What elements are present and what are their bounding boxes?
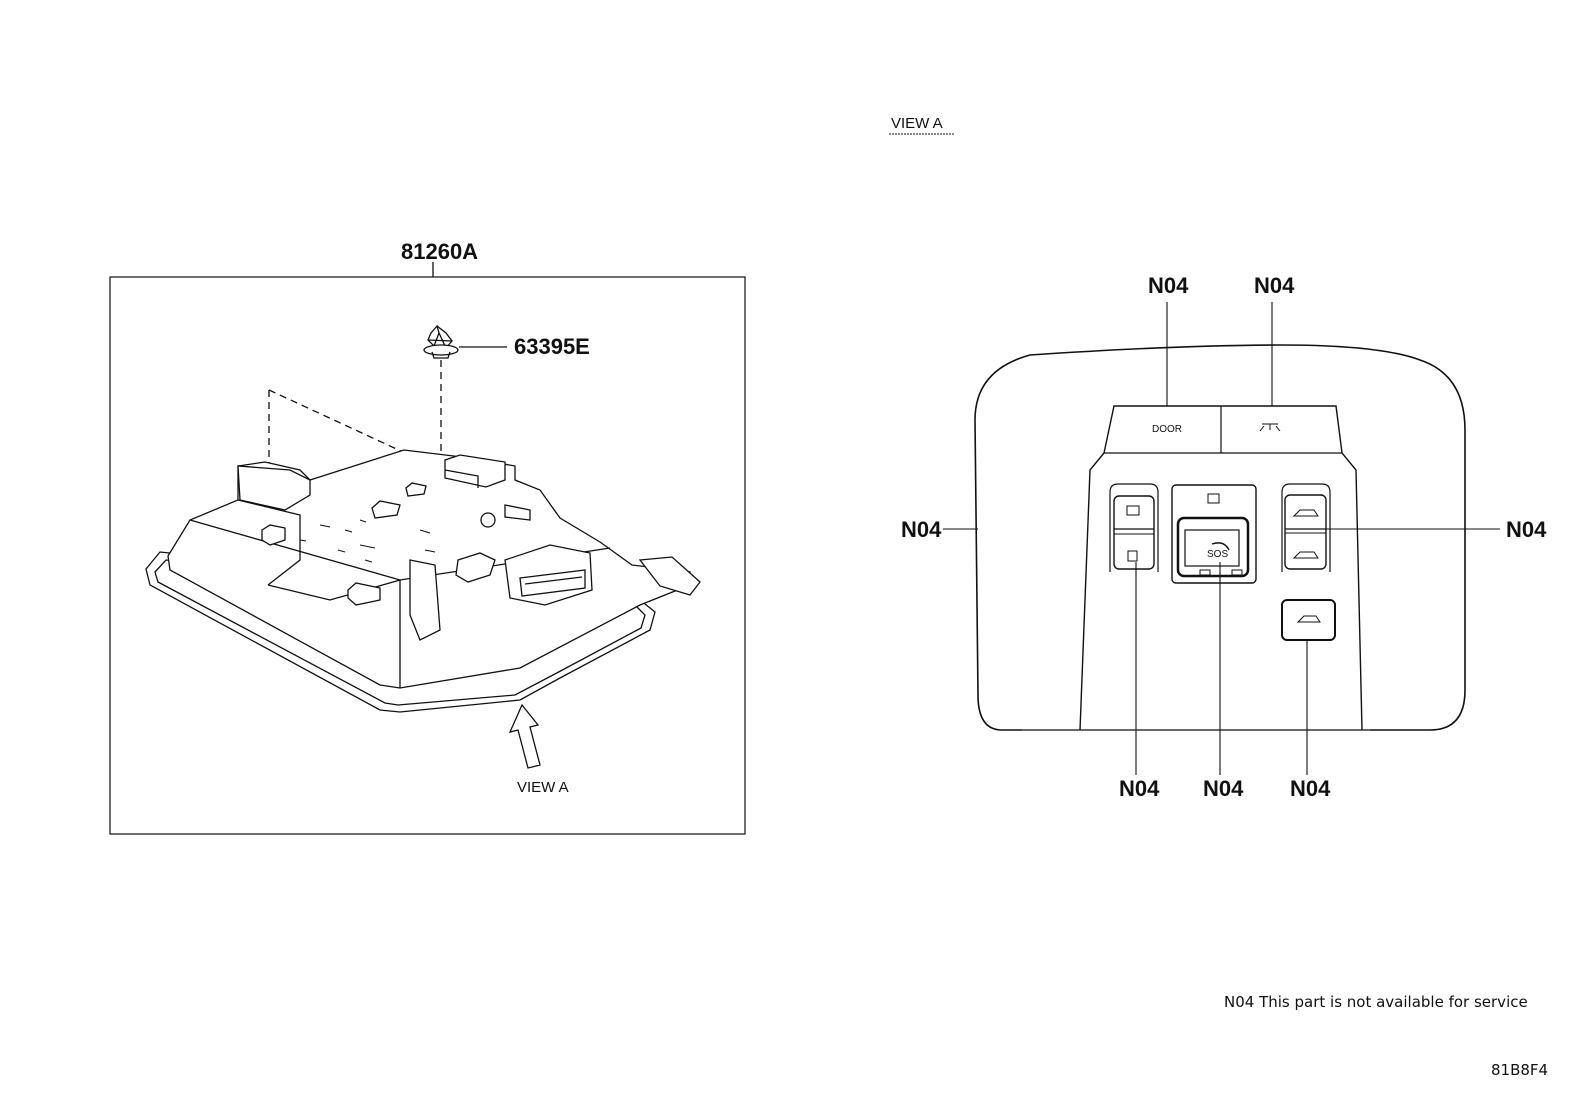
window-up-icon xyxy=(1126,505,1140,516)
overhead-console-outline xyxy=(974,344,1466,731)
sunroof-close-icon xyxy=(1296,615,1321,623)
sos-button-label: SOS xyxy=(1207,549,1228,560)
dome-light-icon xyxy=(1259,423,1281,432)
footnote: N04 This part is not available for servi… xyxy=(1224,993,1528,1011)
sos-module xyxy=(1171,484,1257,584)
camera-icon xyxy=(1207,493,1220,504)
callout-dome-light-switch[interactable]: N04 xyxy=(1254,273,1295,298)
assembly-frame xyxy=(109,276,746,835)
assembly-part-number[interactable]: 81260A xyxy=(401,239,478,264)
clip-icon xyxy=(423,324,459,359)
callout-window-switch[interactable]: N04 xyxy=(1119,776,1160,801)
right-rocker-switch xyxy=(1281,483,1331,572)
window-down-icon xyxy=(1127,550,1138,562)
clip-part-number[interactable]: 63395E xyxy=(514,334,590,359)
sunroof-slide-icon xyxy=(1292,551,1319,559)
sos-call-icon xyxy=(1211,542,1230,551)
door-button-label: DOOR xyxy=(1152,424,1182,435)
view-a-arrow-label: VIEW A xyxy=(517,779,569,796)
left-rocker-switch xyxy=(1109,483,1159,572)
callout-console-housing[interactable]: N04 xyxy=(901,517,942,542)
detail-view: VIEW A xyxy=(889,115,1547,801)
sunroof-tilt-icon xyxy=(1292,509,1319,517)
callout-door-switch[interactable]: N04 xyxy=(1148,273,1189,298)
diagram-code: 81B8F4 xyxy=(1491,1061,1548,1079)
exploded-view xyxy=(109,262,746,835)
detail-view-title: VIEW A xyxy=(891,115,943,132)
sunroof-close-button xyxy=(1281,599,1336,641)
view-a-arrow-icon xyxy=(508,703,541,769)
callout-sunroof-close-switch[interactable]: N04 xyxy=(1290,776,1331,801)
callout-sunroof-switch[interactable]: N04 xyxy=(1506,517,1547,542)
callout-sos-switch[interactable]: N04 xyxy=(1203,776,1244,801)
